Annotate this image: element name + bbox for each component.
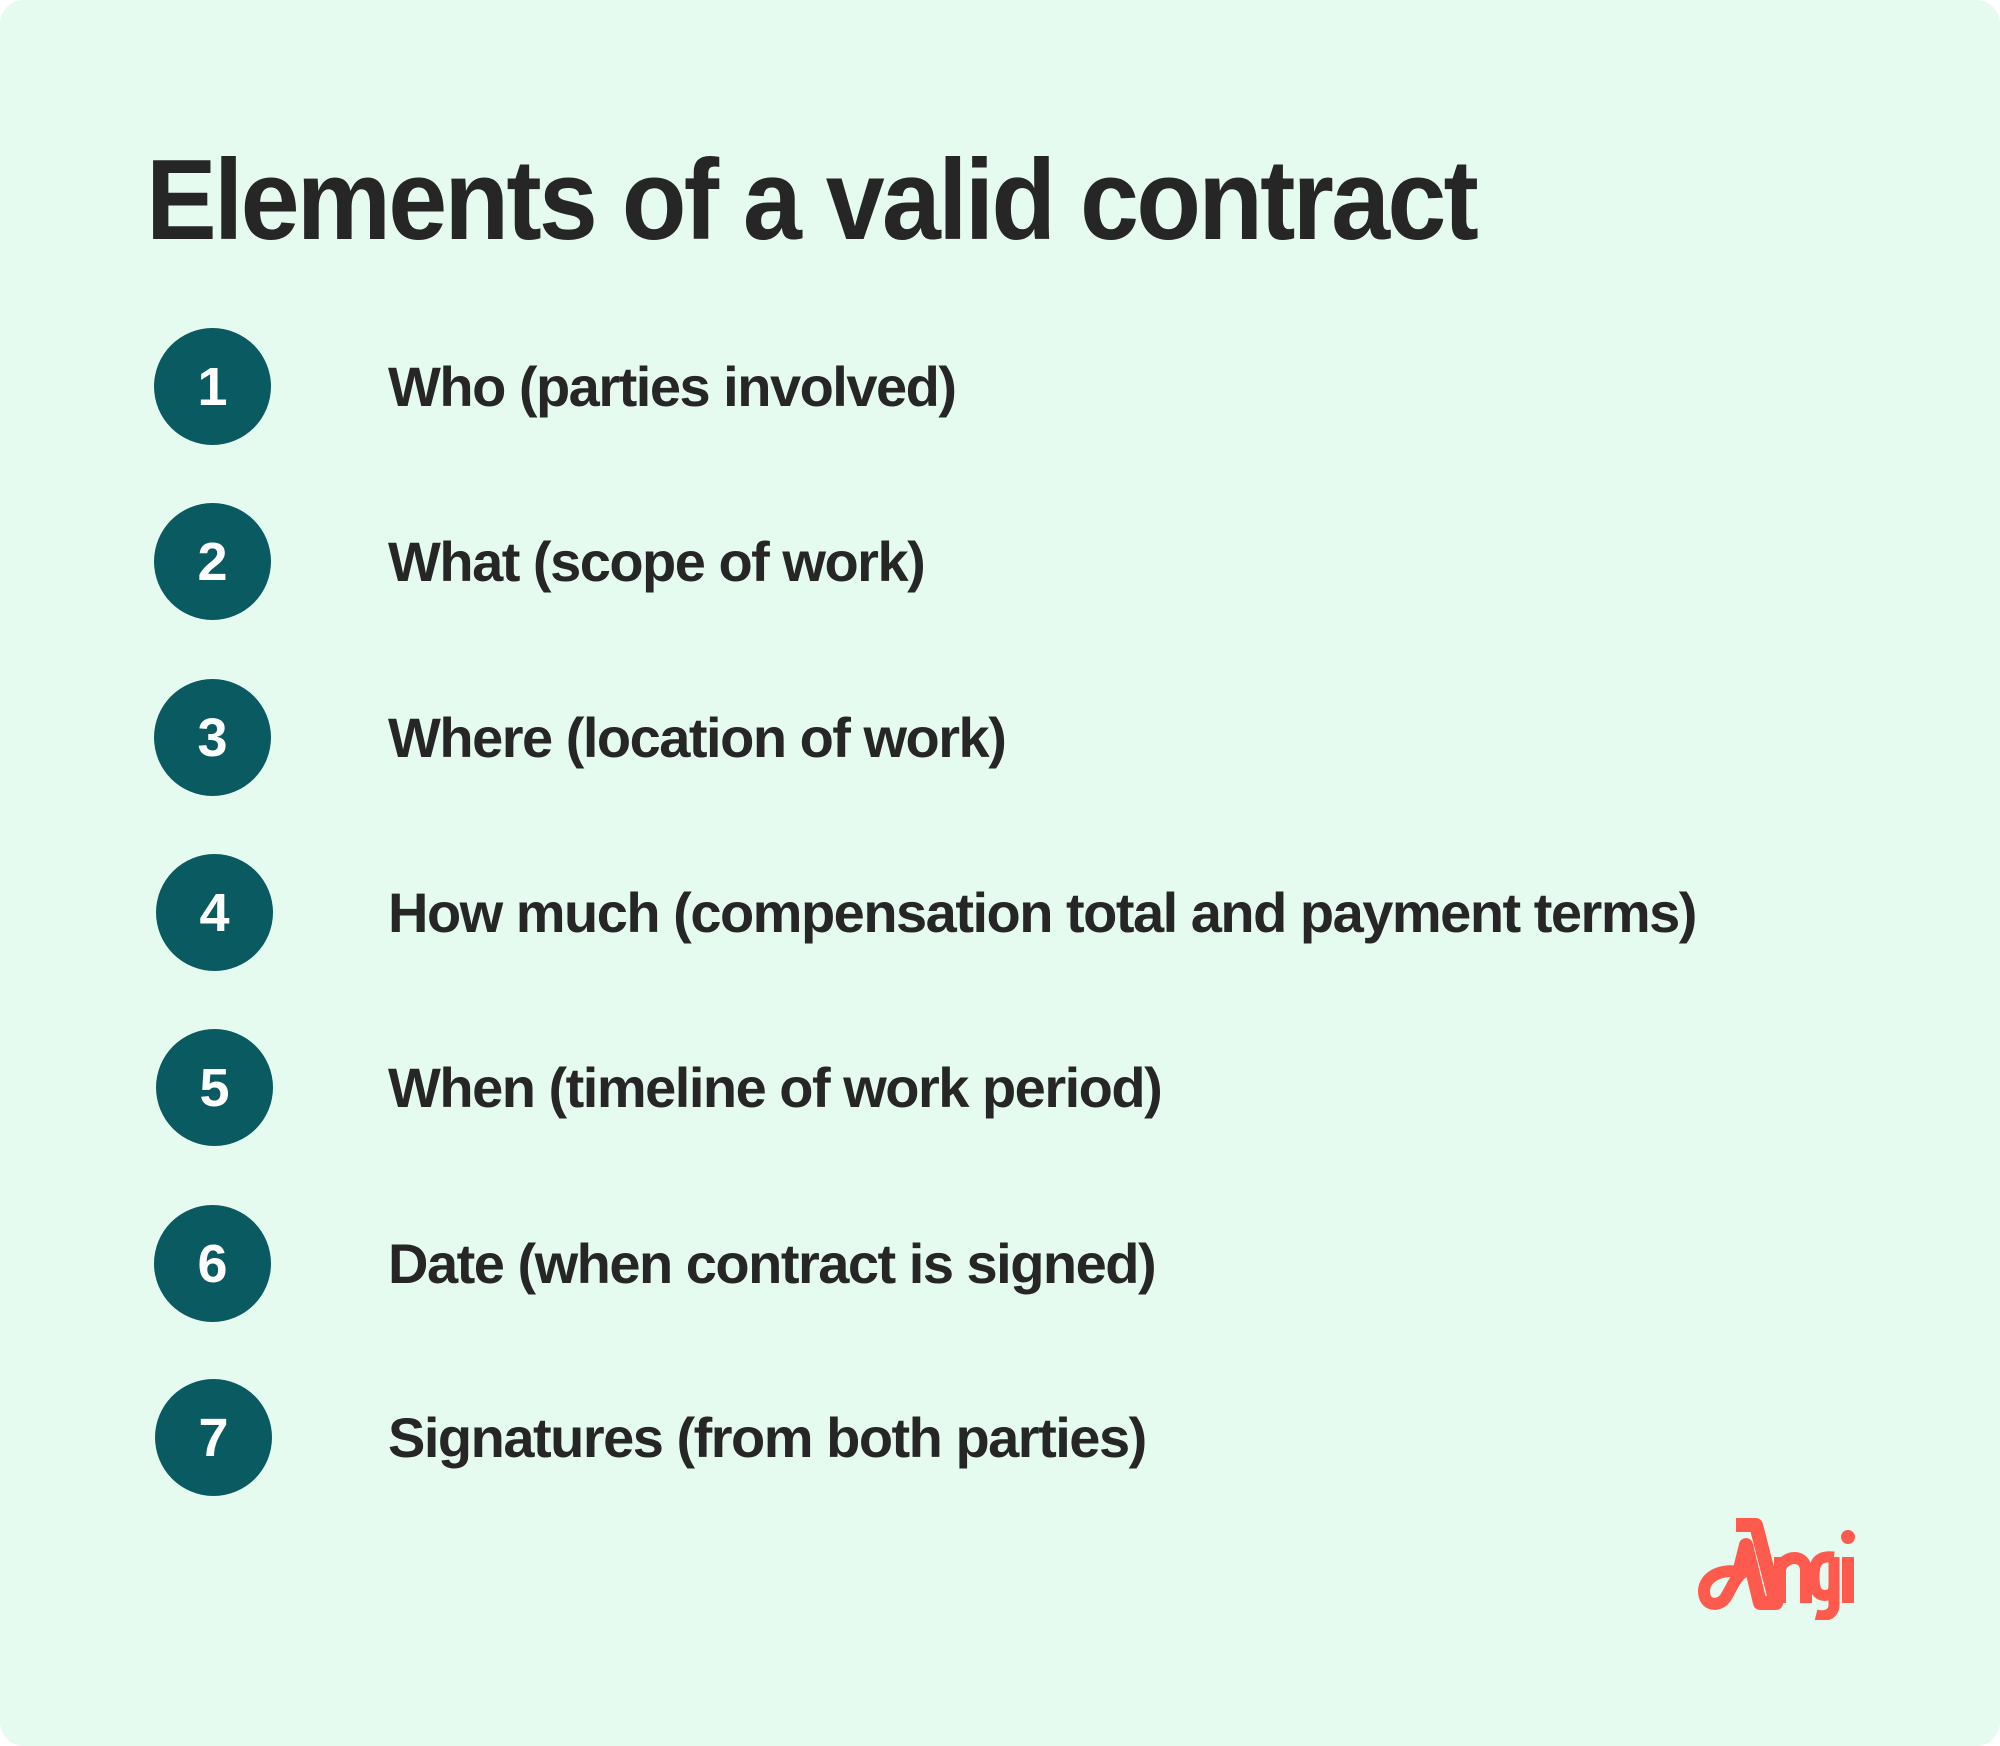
list-item: 1 Who (parties involved) <box>0 327 2000 447</box>
list-item: 4 How much (compensation total and payme… <box>0 853 2000 973</box>
number-badge: 1 <box>154 328 271 445</box>
item-label: Where (location of work) <box>388 706 1007 769</box>
number-badge: 5 <box>156 1029 273 1146</box>
list-item: 2 What (scope of work) <box>0 502 2000 622</box>
number-badge: 4 <box>156 854 273 971</box>
item-label: Who (parties involved) <box>388 355 957 418</box>
item-label: When (timeline of work period) <box>388 1056 1163 1119</box>
number-badge: 6 <box>154 1205 271 1322</box>
page-title: Elements of a valid contract <box>146 137 1479 264</box>
number-badge: 2 <box>154 503 271 620</box>
list-item: 3 Where (location of work) <box>0 678 2000 798</box>
item-label: Date (when contract is signed) <box>388 1232 1157 1295</box>
item-label: How much (compensation total and payment… <box>388 881 1697 944</box>
angi-logo <box>1697 1518 1855 1620</box>
list-item: 6 Date (when contract is signed) <box>0 1204 2000 1324</box>
number-badge: 3 <box>154 679 271 796</box>
item-label: Signatures (from both parties) <box>388 1406 1147 1469</box>
list-item: 7 Signatures (from both parties) <box>0 1378 2000 1498</box>
number-badge: 7 <box>155 1379 272 1496</box>
item-label: What (scope of work) <box>388 530 926 593</box>
list-item: 5 When (timeline of work period) <box>0 1028 2000 1148</box>
